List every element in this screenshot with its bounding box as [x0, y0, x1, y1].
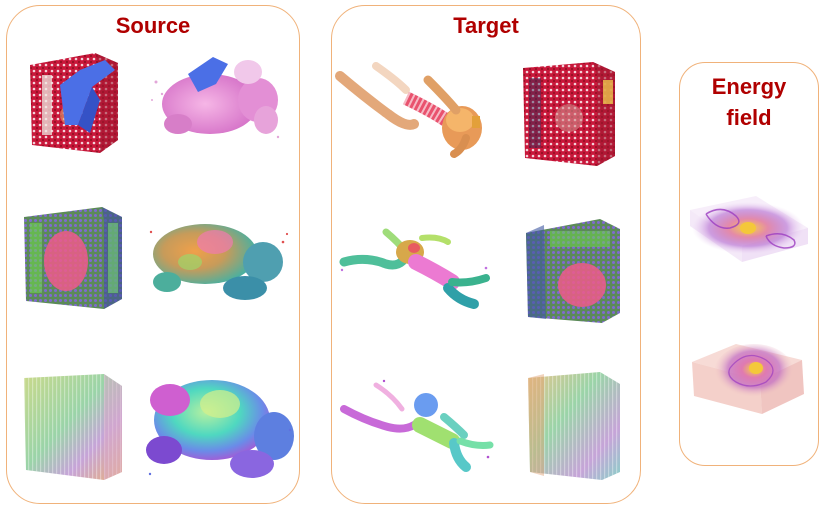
target-box-textured — [523, 62, 615, 166]
source-box-normals — [24, 374, 122, 480]
energy-field-panel: Energy field — [679, 62, 819, 466]
energy-field-top — [690, 196, 808, 262]
source-toy-features — [149, 224, 289, 300]
source-box-features — [24, 207, 122, 309]
target-doll-normals — [340, 379, 494, 472]
target-box-normals — [528, 372, 620, 480]
source-title: Source — [115, 13, 191, 38]
target-title: Target — [453, 13, 519, 38]
source-box-textured — [30, 53, 118, 153]
source-toy-normals — [146, 380, 294, 478]
source-panel: Source — [6, 5, 300, 504]
target-doll-features — [339, 228, 490, 309]
source-toy-textured — [151, 57, 280, 139]
energy-title-line1: Energy — [711, 74, 787, 99]
target-box-features — [526, 219, 620, 323]
target-panel: Target — [331, 5, 641, 504]
energy-title-line2: field — [726, 105, 772, 130]
energy-field-bottom — [692, 344, 804, 414]
target-doll-textured — [335, 62, 482, 158]
